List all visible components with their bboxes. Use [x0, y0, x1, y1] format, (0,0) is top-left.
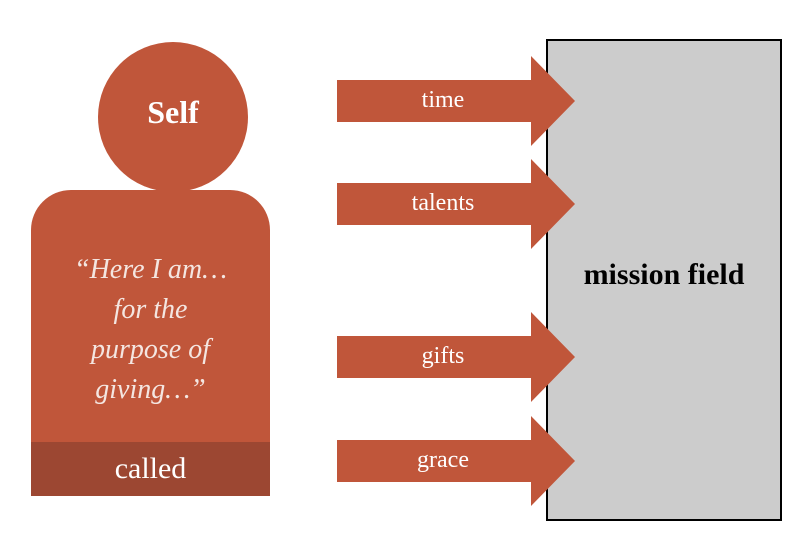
arrow-talents	[337, 159, 575, 249]
arrow-gifts	[337, 312, 575, 402]
called-label: called	[114, 452, 187, 485]
quote-line-1: “Here I am…	[74, 254, 227, 285]
self-head: Self	[98, 42, 248, 192]
quote-line-3: purpose of	[91, 334, 210, 365]
arrow-label-gifts: gifts	[421, 343, 465, 369]
arrow-label-time: time	[421, 87, 465, 113]
quote-line-2: for the	[113, 294, 188, 325]
mission-field-box: mission field	[546, 39, 782, 521]
called-base: called	[31, 442, 270, 496]
arrow-label-talents: talents	[411, 190, 475, 216]
arrow-label-grace: grace	[417, 447, 469, 473]
arrow-time	[337, 56, 575, 146]
arrow-grace	[337, 416, 575, 506]
quote-text: “Here I am… for the purpose of giving…”	[31, 250, 270, 410]
self-body: “Here I am… for the purpose of giving…” …	[31, 190, 270, 496]
self-label: Self	[147, 93, 199, 130]
mission-field-label: mission field	[583, 258, 745, 291]
quote-line-4: giving…”	[95, 374, 206, 405]
